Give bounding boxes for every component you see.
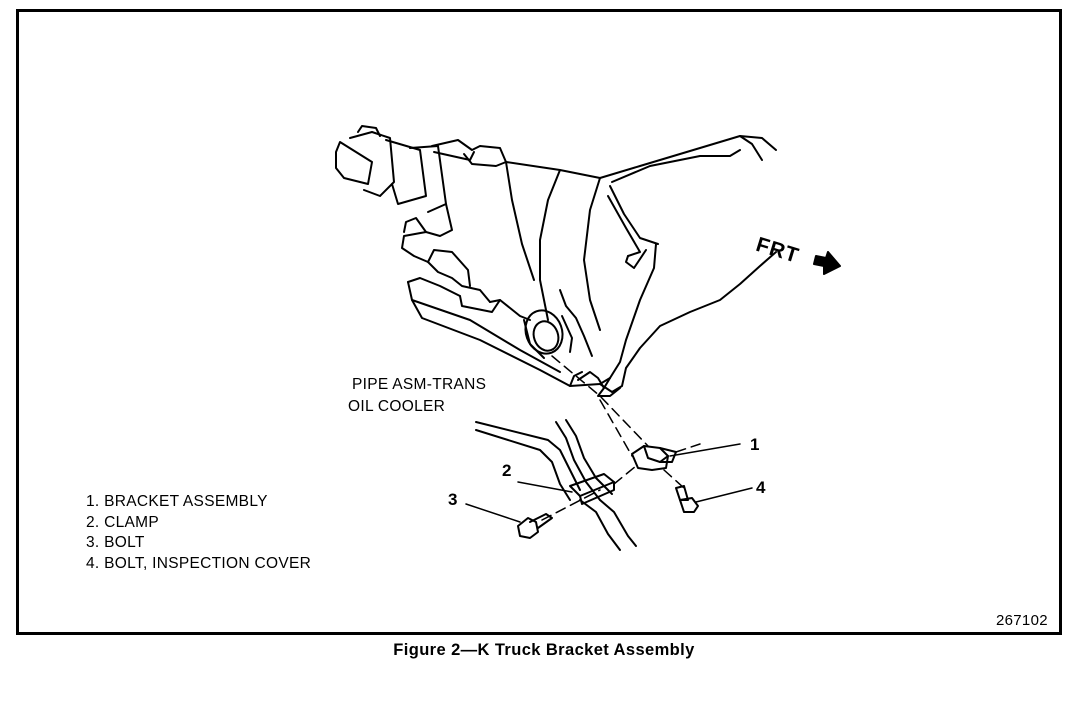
callout-4: 4 (756, 478, 766, 497)
pipe-callout-line2: OIL COOLER (348, 398, 446, 415)
legend-item: 1. BRACKET ASSEMBLY (86, 493, 268, 510)
legend-item: 2. CLAMP (86, 513, 160, 531)
legend-item: 4. BOLT, INSPECTION COVER (86, 554, 312, 572)
figure-number: 267102 (996, 612, 1048, 629)
bracket-assembly-part (631, 445, 677, 471)
legend-item: 3. BOLT (86, 534, 145, 551)
clamp-part (569, 473, 615, 505)
transmission-case (401, 135, 777, 397)
oil-cooler-pipes (475, 419, 637, 551)
figure-caption: Figure 2—K Truck Bracket Assembly (393, 641, 695, 659)
alignment-lines (541, 355, 701, 521)
callout-1: 1 (750, 435, 760, 454)
pipe-callout-line1: PIPE ASM-TRANS (352, 376, 487, 393)
leader-lines (465, 443, 753, 523)
callout-2: 2 (502, 461, 512, 480)
inspection-cover-bolt-part (675, 485, 699, 513)
diagram-frame (16, 9, 1062, 635)
transmission-tailshaft (335, 125, 447, 213)
callout-3: 3 (448, 490, 458, 509)
parts-legend: 1. BRACKET ASSEMBLY 2. CLAMP 3. BOLT 4. … (86, 492, 311, 574)
front-direction-arrow (813, 251, 841, 275)
